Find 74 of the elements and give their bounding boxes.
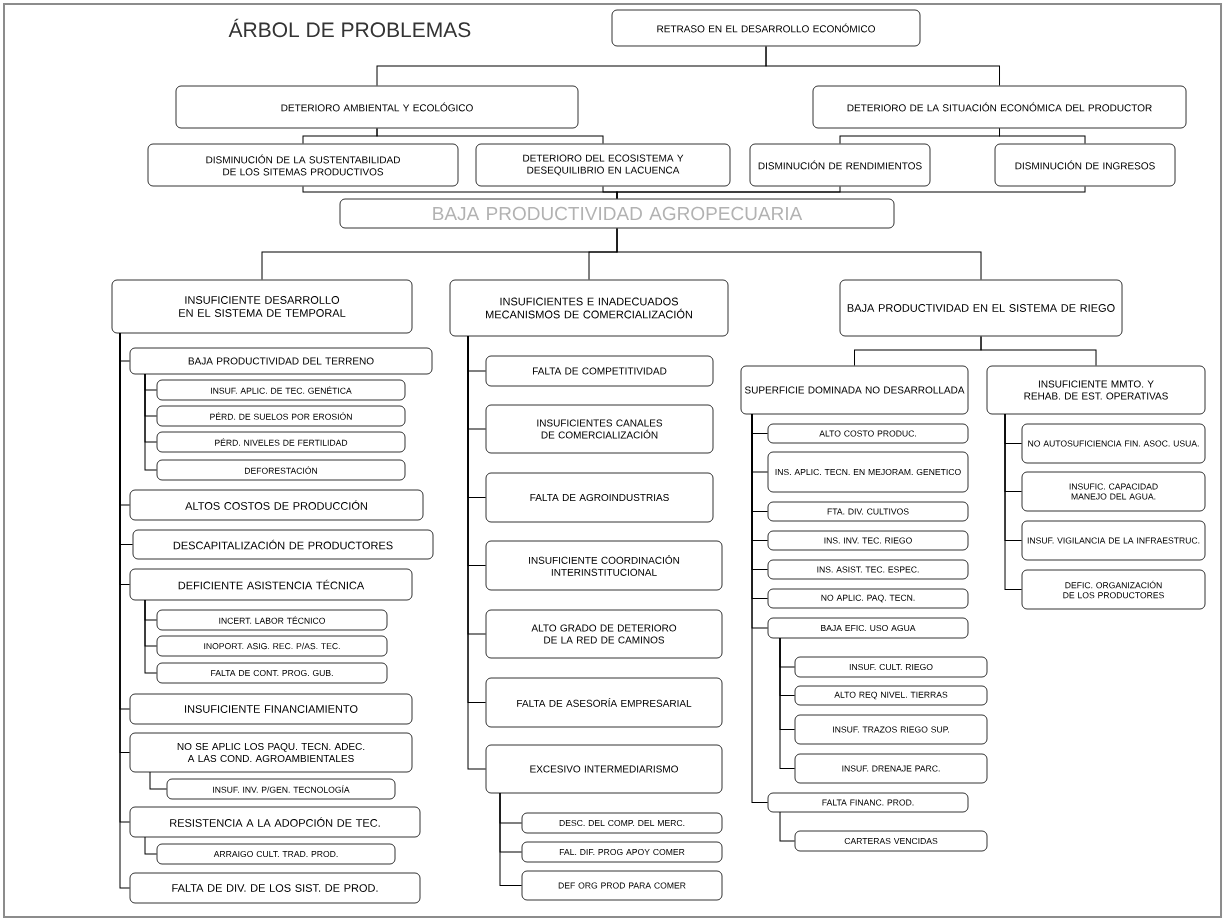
connector-line bbox=[765, 45, 1000, 87]
connector-line bbox=[499, 792, 523, 886]
problem-box: INSUFICIENTE MMTO. Y REHAB. DE EST. OPERATIVAS bbox=[986, 365, 1206, 415]
problem-box: INS. INV. TEC. RIEGO bbox=[767, 530, 969, 551]
problem-box: FTA. DIV. CULTIVOS bbox=[767, 501, 969, 522]
problem-box: BAJA PRODUCTIVIDAD DEL TERRENO bbox=[129, 347, 433, 375]
connector-line bbox=[779, 811, 796, 842]
problem-box: FALTA DE ASESORÍA EMPRESARIAL bbox=[485, 677, 723, 728]
problem-box: INSUF. CULT. RIEGO bbox=[794, 656, 988, 678]
problem-box: INSUFIC. CAPACIDAD MANEJO DEL AGUA. bbox=[1021, 471, 1206, 512]
problem-box: DEFICIENTE ASISTENCIA TÉCNICA bbox=[129, 568, 413, 601]
problem-box: INSUF. VIGILANCIA DE LA INFRAESTRUC. bbox=[1021, 520, 1206, 561]
problem-box: PÉRD. NIVELES DE FERTILIDAD bbox=[156, 431, 406, 453]
problem-box: INCERT. LABOR TÉCNICO bbox=[156, 609, 388, 631]
connector-line bbox=[149, 771, 168, 790]
connector-line bbox=[980, 335, 1097, 367]
problem-box: RETRASO EN EL DESARROLLO ECONÓMICO bbox=[611, 9, 921, 47]
problem-box: CARTERAS VENCIDAS bbox=[794, 830, 988, 852]
problem-box: EXCESIVO INTERMEDIARISMO bbox=[485, 744, 723, 794]
problem-box: INSUFICIENTES CANALES DE COMERCIALIZACIÓN bbox=[485, 404, 714, 454]
connector-line bbox=[779, 637, 796, 769]
problem-box: FALTA DE COMPETITIVIDAD bbox=[485, 355, 714, 387]
problem-box: ARRAIGO CULT. TRAD. PROD. bbox=[156, 843, 396, 865]
problem-box: FALTA DE AGROINDUSTRIAS bbox=[485, 472, 714, 523]
problem-box: INS. ASIST. TEC. ESPEC. bbox=[767, 559, 969, 580]
problem-box: ALTOS COSTOS DE PRODUCCIÓN bbox=[129, 489, 424, 521]
connector-line bbox=[144, 599, 158, 674]
connector-line bbox=[467, 335, 487, 770]
problem-box: ALTO COSTO PRODUC. bbox=[767, 423, 969, 444]
problem-box: INSUF. TRAZOS RIEGO SUP. bbox=[794, 714, 988, 745]
problem-box: BAJA PRODUCTIVIDAD EN EL SISTEMA DE RIEGO bbox=[839, 279, 1123, 337]
connector-line bbox=[999, 127, 1086, 145]
problem-box: NO APLIC. PAQ. TECN. bbox=[767, 588, 969, 609]
connector-line bbox=[144, 373, 158, 471]
problem-box: DETERIORO AMBIENTAL Y ECOLÓGICO bbox=[175, 85, 579, 129]
problem-box: DETERIORO DEL ECOSISTEMA Y DESEQUILIBRIO EN LACUENCA bbox=[475, 143, 731, 187]
problem-box: FAL. DIF. PROG APOY COMER bbox=[521, 841, 723, 863]
problem-box: ALTO REQ NIVEL. TIERRAS bbox=[794, 685, 988, 706]
problem-box: DESCAPITALIZACIÓN DE PRODUCTORES bbox=[132, 529, 434, 560]
central-problem-box: BAJA PRODUCTIVIDAD AGROPECUARIA bbox=[339, 198, 895, 229]
connector-line bbox=[144, 836, 158, 855]
problem-box: SUPERFICIE DOMINADA NO DESARROLLADA bbox=[740, 365, 969, 415]
problem-box: NO AUTOSUFICIENCIA FIN. ASOC. USUA. bbox=[1021, 423, 1206, 464]
problem-box: DESC. DEL COMP. DEL MERC. bbox=[521, 812, 723, 834]
problem-box: INSUF. INV. P/GEN. TECNOLOGÍA bbox=[166, 778, 396, 800]
problem-box: INSUFICIENTE COORDINACIÓN INTERINSTITUCIONAL bbox=[485, 540, 723, 591]
connector-line bbox=[751, 413, 769, 803]
problem-box: PÉRD. DE SUELOS POR EROSIÓN bbox=[156, 405, 406, 427]
problem-box: FALTA FINANC. PROD. bbox=[767, 792, 969, 813]
problem-box: INS. APLIC. TECN. EN MEJORAM. GENETICO bbox=[767, 451, 969, 493]
problem-box: DETERIORO DE LA SITUACIÓN ECONÓMICA DEL PRODUCTOR bbox=[812, 85, 1187, 129]
problem-box: ALTO GRADO DE DETERIORO DE LA RED DE CAMINOS bbox=[485, 609, 723, 659]
problem-box: NO SE APLIC LOS PAQU. TECN. ADEC. A LAS COND. AGROAMBIENTALES bbox=[129, 732, 413, 773]
problem-box: INSUF. DRENAJE PARC. bbox=[794, 753, 988, 784]
problem-box: DEFORESTACIÓN bbox=[156, 459, 406, 481]
problem-box: DEFIC. ORGANIZACIÓN DE LOS PRODUCTORES bbox=[1021, 569, 1206, 610]
problem-box: INSUFICIENTE DESARROLLO EN EL SISTEMA DE TEMPORAL bbox=[111, 279, 413, 334]
problem-box: FALTA DE DIV. DE LOS SIST. DE PROD. bbox=[129, 872, 421, 904]
problem-box: INSUFICIENTE FINANCIAMIENTO bbox=[129, 693, 413, 725]
connector-line bbox=[616, 227, 982, 281]
connector-line bbox=[376, 127, 604, 145]
problem-box: DISMINUCIÓN DE RENDIMIENTOS bbox=[749, 143, 931, 187]
title: ÁRBOL DE PROBLEMAS bbox=[228, 18, 471, 38]
connector-line bbox=[1004, 413, 1023, 590]
problem-box: INSUF. APLIC. DE TEC. GENÉTICA bbox=[156, 379, 406, 401]
problem-box: FALTA DE CONT. PROG. GUB. bbox=[156, 662, 388, 684]
problem-box: BAJA EFIC. USO AGUA bbox=[767, 617, 969, 639]
problem-box: INOPORT. ASIG. REC. P/AS. TEC. bbox=[156, 635, 388, 657]
problem-box: RESISTENCIA A LA ADOPCIÓN DE TEC. bbox=[129, 806, 421, 838]
problem-box: INSUFICIENTES E INADECUADOS MECANISMOS DE COMERCIALIZACIÓN bbox=[449, 279, 729, 337]
problem-box: DISMINUCIÓN DE LA SUSTENTABILIDAD DE LOS SITEMAS PRODUCTIVOS bbox=[147, 143, 459, 187]
problem-box: DEF ORG PROD PARA COMER bbox=[521, 870, 723, 901]
problem-box: DISMINUCIÓN DE INGRESOS bbox=[994, 143, 1176, 187]
connector-line bbox=[616, 185, 1086, 200]
